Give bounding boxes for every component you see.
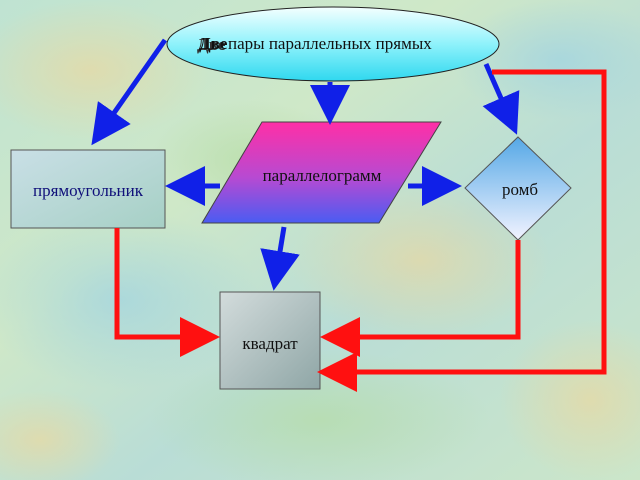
title-text: пары параллельных прямых <box>228 34 432 53</box>
square-label: квадрат <box>242 334 298 353</box>
parallelogram-label: параллелограмм <box>263 166 382 185</box>
parallelogram-node: параллелограмм <box>201 121 442 224</box>
rhombus-node: ромб <box>464 136 572 241</box>
rectangle-label: прямоугольник <box>33 181 144 200</box>
square-node: квадрат <box>219 291 321 390</box>
connector-rhombus-to-square <box>320 240 521 357</box>
arrow-parallelogram-to-square <box>260 226 300 291</box>
arrow-oval-to-rhombus <box>482 62 520 135</box>
title-overlap-word-shadow: Две <box>197 35 226 54</box>
title-oval: Две Две пары параллельных прямых <box>166 6 500 82</box>
arrow-oval-to-rectangle <box>91 38 168 146</box>
title-overlap-word: Две <box>199 34 228 53</box>
rectangle-node: прямоугольник <box>10 149 166 229</box>
connector-oval-to-square <box>317 69 607 392</box>
rhombus-label: ромб <box>502 180 538 199</box>
connector-rectangle-to-square <box>114 228 220 357</box>
